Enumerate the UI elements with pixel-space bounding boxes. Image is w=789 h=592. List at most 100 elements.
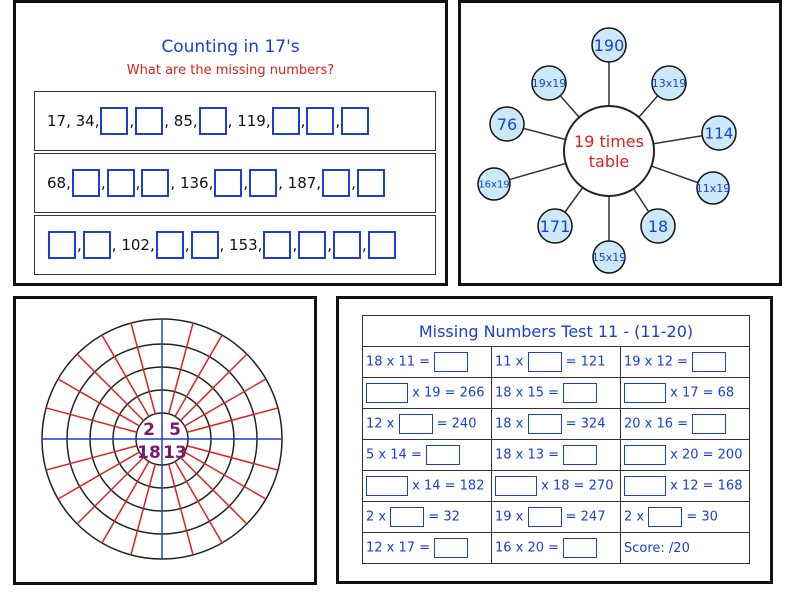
answer-box[interactable] (398, 414, 433, 434)
radial-line (179, 456, 248, 525)
answer-box[interactable] (563, 383, 598, 403)
test-cell: 5 x 14 = (362, 439, 492, 471)
answer-box[interactable] (306, 107, 335, 135)
answer-box[interactable] (624, 476, 666, 496)
center-label: 19 times (574, 132, 644, 151)
answer-box[interactable] (563, 538, 598, 558)
answer-box[interactable] (434, 352, 469, 372)
answer-box[interactable] (367, 231, 396, 259)
center-number: 18 (137, 443, 161, 463)
test-cell: x 17 = 68 (620, 377, 750, 409)
sequence-text: , (135, 174, 141, 192)
question-text: 18 x (495, 416, 528, 432)
counting-subtitle: What are the missing numbers? (126, 63, 335, 78)
answer-box[interactable] (249, 169, 278, 197)
question-text: 16 x 20 = (495, 540, 564, 556)
answer-box[interactable] (434, 538, 469, 558)
sequence-text: , (129, 112, 135, 130)
sequence-row-3: ,, 102,,, 153,,,, (34, 215, 436, 275)
answer-box[interactable] (333, 231, 361, 259)
radial-line (168, 322, 194, 415)
sequence-text: , (184, 236, 190, 254)
answer-box[interactable] (624, 383, 666, 403)
answer-box[interactable] (106, 169, 135, 197)
test-cell: x 19 = 266 (362, 377, 492, 409)
question-text: 18 x 11 = (366, 354, 435, 370)
node-label: 16x19 (478, 180, 509, 191)
answer-box[interactable] (648, 507, 683, 527)
answer-box[interactable] (527, 414, 562, 434)
answer-box[interactable] (214, 169, 243, 197)
radial-line (45, 445, 138, 471)
radial-line (184, 378, 267, 427)
sequence-text: , 85, (164, 112, 198, 130)
answer-box[interactable] (263, 231, 292, 259)
sequence-text: , (327, 236, 332, 254)
sequence-text: , 153, (219, 236, 263, 254)
question-text: Score: /20 (624, 540, 690, 556)
node-circle (531, 65, 567, 101)
sequence-row-2: 68,,,, 136,,, 187,, (34, 153, 436, 213)
answer-box[interactable] (198, 107, 227, 135)
answer-box[interactable] (322, 169, 351, 197)
answer-box[interactable] (135, 107, 164, 135)
center-number: 2 (143, 420, 155, 440)
question-text: x 12 = 168 (666, 478, 743, 494)
counting-title: Counting in 17's (161, 37, 300, 57)
answer-box[interactable] (271, 107, 300, 135)
answer-box[interactable] (155, 231, 184, 259)
answer-box[interactable] (48, 231, 76, 259)
answer-box[interactable] (356, 169, 385, 197)
node-circle (477, 167, 511, 201)
test-cell: 12 x 17 = (362, 532, 492, 564)
answer-box[interactable] (100, 107, 129, 135)
answer-box[interactable] (390, 507, 425, 527)
center-circle (563, 105, 655, 197)
radial-line (174, 461, 223, 544)
radial-line (168, 463, 194, 556)
radial-line (101, 461, 150, 544)
node-circle (591, 27, 627, 63)
node-label: 11x19 (696, 182, 731, 195)
question-text: = 324 (561, 416, 606, 432)
answer-box[interactable] (298, 231, 327, 259)
answer-box[interactable] (71, 169, 100, 197)
test-cell: 12 x = 240 (362, 408, 492, 440)
radial-line (57, 451, 140, 500)
node-label: 18 (648, 217, 668, 236)
radial-line (186, 407, 279, 433)
answer-box[interactable] (341, 107, 370, 135)
answer-box[interactable] (527, 352, 562, 372)
answer-box[interactable] (563, 445, 598, 465)
sequence-row-1: 17, 34,,, 85,, 119,,, (34, 91, 436, 151)
question-text: 5 x 14 = (366, 447, 426, 463)
sequence-text: , 187, (278, 174, 322, 192)
test-cell: x 12 = 168 (620, 470, 750, 502)
answer-box[interactable] (495, 476, 537, 496)
answer-box[interactable] (692, 414, 727, 434)
sequence-text: , 102, (111, 236, 155, 254)
test-cell: x 18 = 270 (491, 470, 621, 502)
test-table: Missing Numbers Test 11 - (11-20) 18 x 1… (362, 315, 750, 564)
node-circle (592, 240, 626, 274)
question-text: = 240 (432, 416, 477, 432)
sequence-text: 17, 34, (47, 112, 100, 130)
answer-box[interactable] (366, 476, 408, 496)
node-circle (489, 106, 525, 142)
answer-box[interactable] (692, 352, 727, 372)
node-circle (640, 208, 676, 244)
question-text: = 30 (682, 509, 718, 525)
answer-box[interactable] (190, 231, 219, 259)
answer-box[interactable] (82, 231, 111, 259)
answer-box[interactable] (366, 383, 408, 403)
node-label: 190 (594, 36, 625, 55)
counting-panel: Counting in 17's What are the missing nu… (13, 0, 448, 286)
answer-box[interactable] (527, 507, 562, 527)
question-text: 19 x 12 = (624, 354, 693, 370)
answer-box[interactable] (624, 445, 666, 465)
node-label: 13x19 (652, 77, 687, 90)
answer-box[interactable] (425, 445, 460, 465)
node-label: 15x19 (592, 251, 627, 264)
answer-box[interactable] (141, 169, 170, 197)
